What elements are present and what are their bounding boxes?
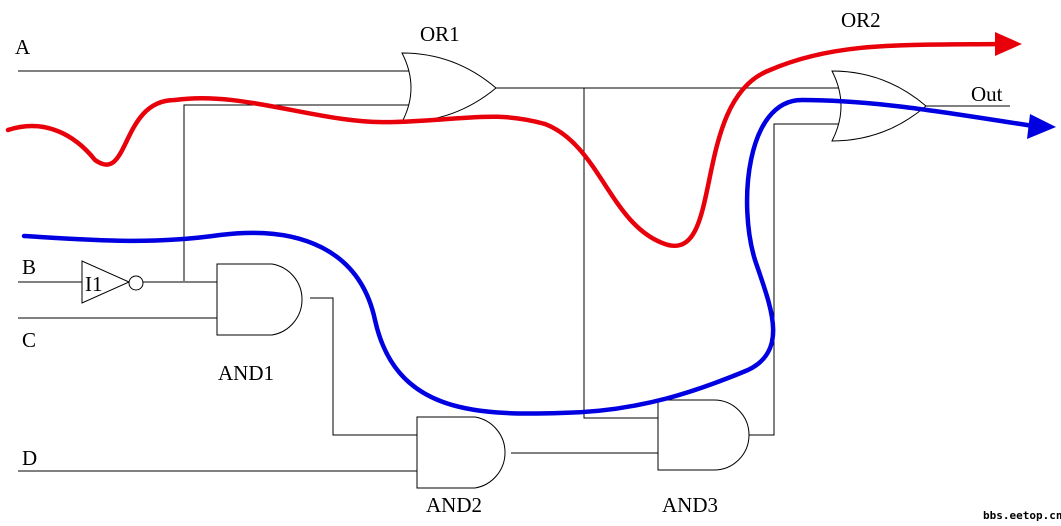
label-and3: AND3	[662, 493, 718, 517]
label-and2: AND2	[426, 493, 482, 517]
wire-or1-lower-input	[183, 104, 412, 281]
and3-gate	[657, 399, 750, 471]
and2-gate	[416, 416, 506, 489]
wire-or1-branch	[583, 88, 658, 419]
label-or1: OR1	[420, 22, 460, 46]
and1-gate	[216, 263, 303, 336]
inverter-triangle	[81, 260, 131, 304]
label-output: Out	[971, 82, 1003, 106]
wires	[18, 70, 1010, 472]
blue-signal-path	[21, 97, 1043, 416]
label-input-c: C	[22, 328, 36, 352]
label-or2: OR2	[841, 8, 881, 32]
watermark: bbs.eetop.cn	[983, 509, 1061, 522]
label-input-b: B	[22, 255, 36, 279]
wire-and1-out	[310, 297, 417, 436]
inverter-bubble	[128, 275, 144, 291]
wire-and3-out	[749, 123, 840, 436]
red-signal-path	[5, 41, 1007, 249]
blue-arrowhead	[1027, 114, 1056, 139]
label-inverter: I1	[85, 272, 103, 296]
label-input-a: A	[15, 35, 31, 59]
red-arrowhead	[995, 32, 1022, 56]
or1-gate	[401, 52, 497, 123]
label-and1: AND1	[218, 361, 274, 385]
inverter-i1	[81, 260, 144, 304]
label-input-d: D	[22, 446, 37, 470]
